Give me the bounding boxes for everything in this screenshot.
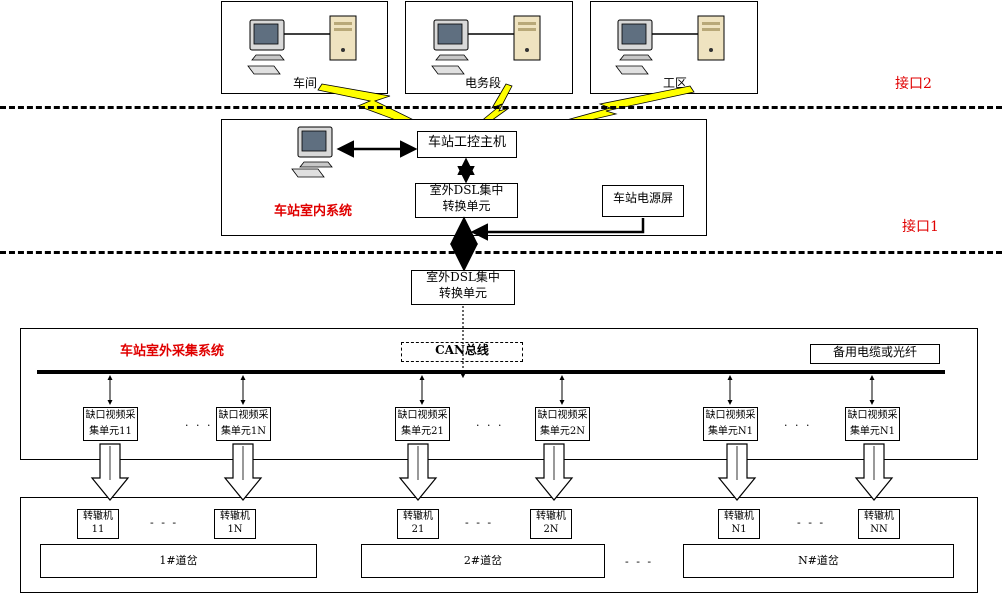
outdoor-system-title: 车站室外采集系统 — [120, 344, 225, 359]
collection-unit-line2: 集单元N1 — [707, 426, 754, 437]
switch-machine-line1: 转辙机 — [83, 511, 113, 522]
collection-unit-1n — [216, 407, 271, 441]
collection-unit-n1 — [703, 407, 758, 441]
outdoor-dsl-line2: 转换单元 — [438, 286, 487, 300]
collection-unit-line2: 集单元21 — [401, 426, 444, 437]
can-bus-label: CAN总线 — [435, 343, 489, 357]
terminal-box-workshop — [221, 1, 388, 94]
collection-unit-line1: 缺口视频采 — [218, 410, 269, 421]
collection-unit-line2: 集单元N1 — [849, 426, 896, 437]
interface-1-label: 接口1 — [902, 219, 939, 235]
switch-machine-line1: 转辙机 — [536, 511, 566, 522]
switch-machine-nn — [858, 509, 900, 539]
machine-ellipsis: - - - — [465, 516, 494, 529]
backup-cable-box — [810, 344, 940, 364]
power-feed-line — [470, 218, 645, 241]
outdoor-dsl-line1: 室外DSL集中 — [426, 270, 500, 284]
turnout-1 — [40, 544, 317, 578]
terminal-box-signal-section — [405, 1, 573, 94]
collection-unit-line1: 缺口视频采 — [537, 410, 588, 421]
unit-ellipsis: · · · — [185, 419, 213, 432]
can-bus-box — [401, 342, 523, 362]
switch-machine-line1: 转辙机 — [220, 511, 250, 522]
collection-unit-21 — [395, 407, 450, 441]
switch-machine-line2: 11 — [91, 524, 105, 535]
switch-machine-line1: 转辙机 — [724, 511, 754, 522]
station-host-label: 车站工控主机 — [427, 135, 506, 150]
indoor-system-title: 车站室内系统 — [274, 204, 353, 219]
collection-unit-line1: 缺口视频采 — [397, 410, 448, 421]
switch-machine-2n — [530, 509, 572, 539]
collection-unit-11 — [83, 407, 138, 441]
switch-machine-line2: 2N — [543, 524, 559, 535]
terminal-label: 工区 — [662, 76, 687, 90]
collection-unit-nn — [845, 407, 900, 441]
turnout-n — [683, 544, 954, 578]
switch-machine-line2: NN — [870, 524, 888, 535]
interface-2-label: 接口2 — [895, 76, 932, 92]
indoor-dsl-line2: 转换单元 — [442, 199, 491, 213]
interface-1-divider — [0, 251, 1002, 254]
backup-cable-label: 备用电缆或光纤 — [832, 345, 917, 359]
turnout-ellipsis: - - - — [625, 555, 654, 568]
turnout-label: N#道岔 — [798, 554, 839, 567]
collection-unit-line2: 集单元11 — [89, 426, 132, 437]
machine-ellipsis: - - - — [797, 516, 826, 529]
collection-unit-2n — [535, 407, 590, 441]
terminal-label: 电务段 — [464, 76, 501, 90]
machine-ellipsis: - - - — [150, 516, 179, 529]
switch-machine-line2: 1N — [227, 524, 243, 535]
computer-icon — [291, 126, 333, 178]
turnout-2 — [361, 544, 605, 578]
turnout-label: 2#道岔 — [463, 554, 503, 567]
interface-2-divider — [0, 106, 1002, 109]
collection-unit-line2: 集单元1N — [220, 426, 267, 437]
switch-machine-n1 — [718, 509, 760, 539]
collection-unit-line1: 缺口视频采 — [85, 410, 136, 421]
switch-machine-1n — [214, 509, 256, 539]
unit-ellipsis: · · · — [476, 419, 504, 432]
collection-unit-line1: 缺口视频采 — [847, 410, 898, 421]
terminal-label: 车间 — [292, 76, 317, 90]
power-screen-label: 车站电源屏 — [612, 191, 673, 205]
switch-machine-11 — [77, 509, 119, 539]
turnout-label: 1#道岔 — [159, 554, 198, 567]
collection-unit-line1: 缺口视频采 — [705, 410, 756, 421]
switch-machine-line1: 转辙机 — [864, 511, 894, 522]
switch-machine-line2: N1 — [731, 524, 747, 535]
collection-unit-line2: 集单元2N — [539, 426, 586, 437]
switch-machine-21 — [397, 509, 439, 539]
indoor-dsl-line1: 室外DSL集中 — [429, 183, 504, 197]
power-screen-box — [602, 185, 684, 217]
switch-machine-line1: 转辙机 — [403, 511, 433, 522]
unit-ellipsis: · · · — [784, 419, 812, 432]
switch-machine-line2: 21 — [411, 524, 425, 535]
outdoor-dsl-box — [411, 270, 515, 305]
